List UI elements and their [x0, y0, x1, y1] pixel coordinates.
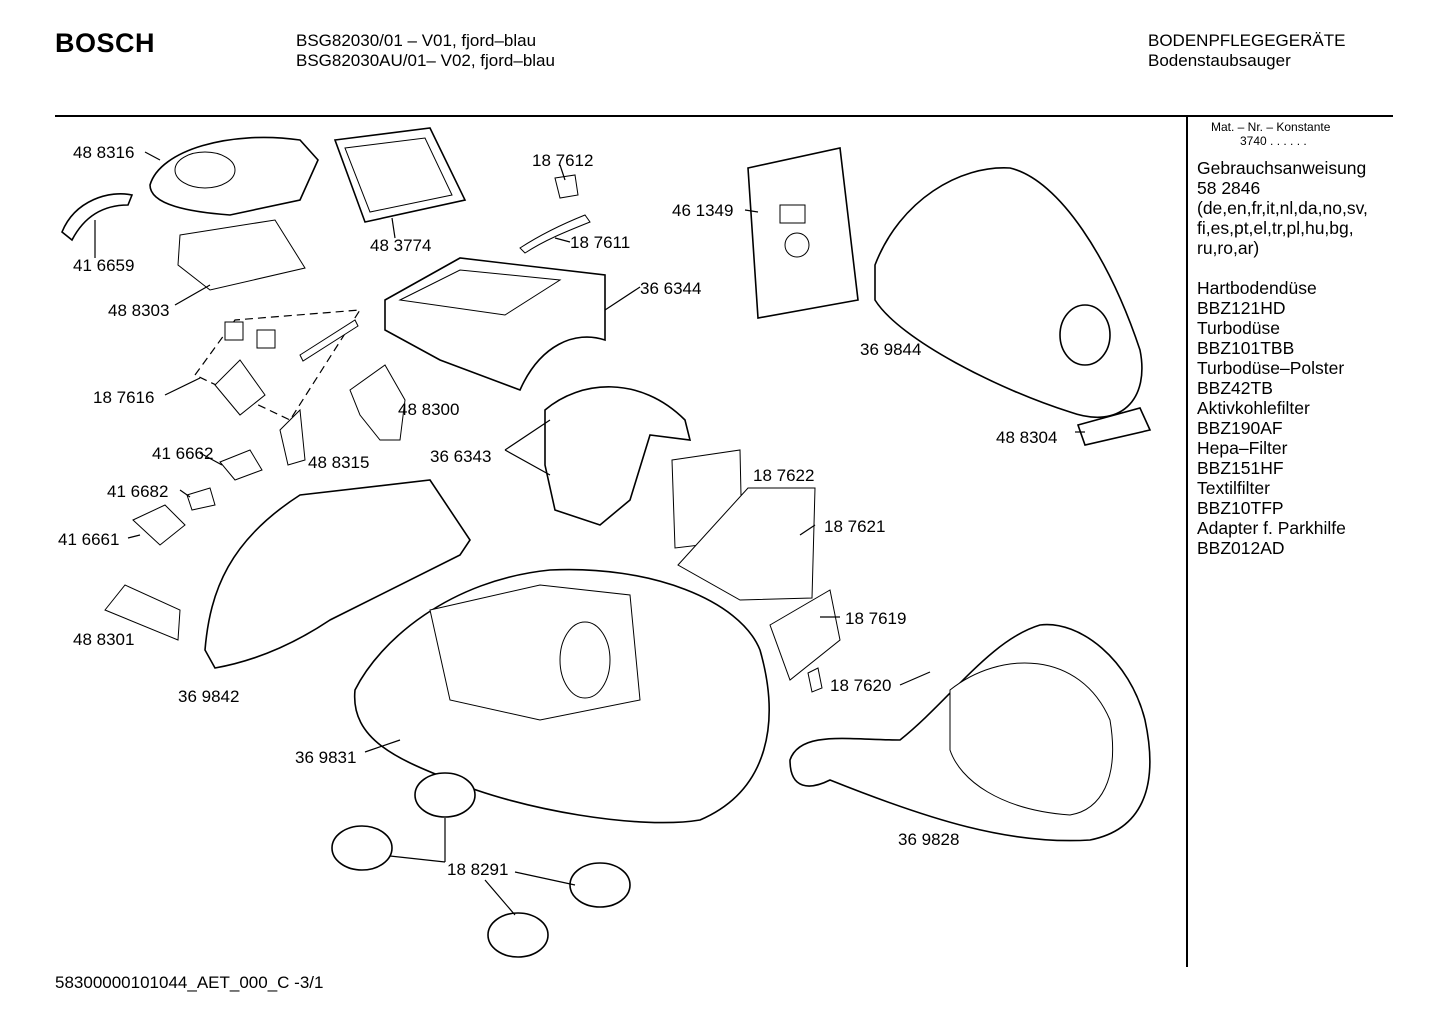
part-rod: [299, 319, 359, 362]
model-line-2: BSG82030AU/01– V02, fjord–blau: [296, 51, 555, 70]
part-number-label: 18 7620: [830, 676, 892, 695]
part-41-6682: [186, 487, 216, 511]
accessory-line: BBZ42TB: [1197, 378, 1273, 398]
part-number-label: 48 8304: [996, 428, 1058, 447]
part-number-label: 18 7621: [824, 517, 886, 536]
part-number-label: 18 7612: [532, 151, 594, 170]
accessory-line: BBZ10TFP: [1197, 498, 1284, 518]
part-number-label: 41 6659: [73, 256, 135, 275]
accessory-line: BBZ190AF: [1197, 418, 1283, 438]
brand-logo: BOSCH: [55, 28, 156, 58]
part-number-label: 36 9831: [295, 748, 357, 767]
part-dust-bag: [747, 147, 859, 319]
accessory-line: BBZ121HD: [1197, 298, 1286, 318]
part-number-label: 48 8315: [308, 453, 370, 472]
part-wheel: [414, 772, 476, 818]
sidebar-divider: [1186, 117, 1188, 967]
accessory-line: Aktivkohlefilter: [1197, 398, 1310, 418]
mat-nr-label: Mat. – Nr. – Konstante: [1211, 120, 1331, 134]
part-wheel: [569, 862, 631, 908]
part-18-7620: [807, 667, 823, 693]
part-48-8301: [104, 584, 181, 641]
accessory-line: Turbodüse–Polster: [1197, 358, 1345, 378]
part-number-label: 41 6661: [58, 530, 120, 549]
accessory-line: 58 2846: [1197, 178, 1261, 198]
mat-nr-value: 3740 . . . . . .: [1240, 134, 1307, 148]
part-18-7619: [769, 589, 841, 681]
part-48-8300: [349, 364, 406, 441]
accessory-line: Hepa–Filter: [1197, 438, 1288, 458]
part-number-label: 36 6344: [640, 279, 702, 298]
part-grid-filter: [677, 487, 816, 601]
accessory-line: (de,en,fr,it,nl,da,no,sv,: [1197, 198, 1368, 218]
accessory-line: Gebrauchsanweisung: [1197, 158, 1367, 178]
accessory-line: ru,ro,ar): [1197, 238, 1260, 258]
part-number-label: 36 9842: [178, 687, 240, 706]
part-number-label: 18 7622: [753, 466, 815, 485]
part-spring-18-7611: [519, 214, 591, 254]
accessory-line: BBZ151HF: [1197, 458, 1284, 478]
part-cover: [874, 167, 1143, 418]
part-air-duct: [544, 386, 692, 526]
accessory-list: Gebrauchsanweisung 58 2846 (de,en,fr,it,…: [1197, 158, 1368, 558]
accessory-line: Adapter f. Parkhilfe: [1197, 518, 1346, 538]
accessory-line: Textilfilter: [1197, 478, 1270, 498]
part-wheel: [487, 912, 549, 958]
accessory-line: Hartbodendüse: [1197, 278, 1317, 298]
part-number-label: 48 8303: [108, 301, 170, 320]
accessory-line: BBZ012AD: [1197, 538, 1285, 558]
part-number-label: 36 9844: [860, 340, 922, 359]
part-41-6661: [132, 504, 186, 546]
part-number-label: 18 7611: [570, 233, 631, 252]
part-number-label: 41 6662: [152, 444, 214, 463]
part-upper-shell: [204, 479, 471, 669]
part-number-label: 18 8291: [447, 860, 509, 879]
part-number-label: 18 7616: [93, 388, 155, 407]
header-divider: [55, 115, 1393, 117]
part-cylinder-a: [224, 321, 244, 341]
part-number-label: 48 8301: [73, 630, 135, 649]
part-number-label: 48 3774: [370, 236, 432, 255]
part-number-label: 36 6343: [430, 447, 492, 466]
part-number-label: 46 1349: [672, 201, 734, 220]
part-handle-48-8304: [1076, 407, 1152, 446]
part-plate: [214, 359, 266, 416]
accessory-line: fi,es,pt,el,tr,pl,hu,bg,: [1197, 218, 1354, 238]
part-number-label: 36 9828: [898, 830, 960, 849]
part-number-label: 48 8316: [73, 143, 135, 162]
accessory-line: Turbodüse: [1197, 318, 1281, 338]
part-sheet-48-8303: [177, 219, 306, 291]
part-lid-opening: [174, 151, 236, 189]
part-number-label: 18 7619: [845, 609, 907, 628]
document-id: 58300000101044_AET_000_C -3/1: [55, 973, 324, 992]
subcategory-title: Bodenstaubsauger: [1148, 51, 1291, 70]
category-title: BODENPFLEGEGERÄTE: [1148, 31, 1346, 50]
part-wheel: [331, 825, 393, 871]
part-clip: [61, 193, 134, 242]
accessory-line: BBZ101TBB: [1197, 338, 1295, 358]
part-cover-ring: [1059, 304, 1111, 366]
part-number-label: 41 6682: [107, 482, 169, 501]
model-line-1: BSG82030/01 – V01, fjord–blau: [296, 31, 537, 50]
part-small-18-7612: [554, 174, 579, 199]
part-48-8315: [279, 408, 306, 466]
part-cylinder-b: [256, 329, 276, 349]
part-number-label: 48 8300: [398, 400, 460, 419]
part-41-6662: [219, 449, 263, 481]
part-lid-grille: [149, 136, 319, 216]
